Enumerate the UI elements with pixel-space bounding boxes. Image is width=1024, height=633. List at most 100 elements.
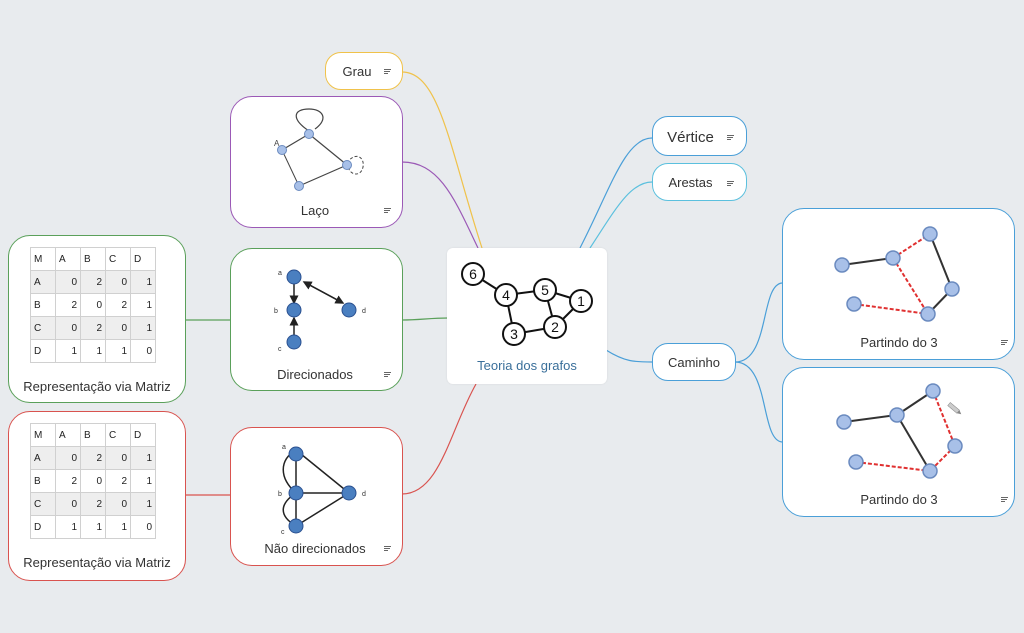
matrix-header-cell: D (130, 247, 156, 271)
dir-node-b-label: b (274, 308, 278, 315)
matrix-cell: 2 (80, 492, 106, 516)
undir-node-a-label: a (282, 444, 286, 451)
grau-connector (401, 71, 483, 249)
pencil-icon (947, 402, 962, 415)
matrix-cell: 2 (80, 446, 106, 470)
matrix-cell: 0 (105, 492, 131, 516)
laco-node[interactable]: A Laço (230, 96, 403, 228)
dir-node-a-label: a (278, 270, 282, 277)
partindo-2-connector (734, 361, 783, 443)
direcionados-label: Direcionados (277, 367, 353, 382)
matrix-header-cell: M (30, 423, 56, 447)
laco-label: Laço (300, 203, 330, 218)
central-node-6: 6 (469, 266, 477, 282)
note-icon (384, 69, 391, 75)
central-node-1: 1 (577, 293, 585, 309)
matrix-header-cell: B (80, 423, 106, 447)
caminho-label: Caminho (667, 355, 721, 370)
matrix-cell: 2 (105, 293, 131, 317)
matrix-cell: 0 (105, 446, 131, 470)
central-topic-label: Teoria dos grafos (477, 358, 577, 373)
adjacency-matrix: M A B C D A 0 2 0 1 B 2 0 2 1 C 0 2 0 1 (30, 247, 156, 363)
vertice-connector (579, 137, 653, 249)
caminho-node[interactable]: Caminho (652, 343, 736, 381)
arestas-connector (589, 181, 653, 249)
dir-node-d-label: d (362, 308, 366, 315)
nao-direcionados-label: Não direcionados (264, 541, 366, 556)
loop-graph-image: A (274, 108, 364, 191)
matrix-cell: 1 (105, 339, 131, 363)
matrix-cell: 2 (55, 469, 81, 493)
note-icon (384, 208, 391, 214)
matrix-header-cell: C (105, 247, 131, 271)
central-graph-image: 6 4 5 1 3 2 (461, 262, 593, 346)
note-icon (1001, 340, 1008, 346)
matriz-bottom-node[interactable]: M A B C D A 0 2 0 1 B 2 0 2 1 C 0 2 0 1 (8, 411, 186, 581)
matrix-cell: 1 (130, 316, 156, 340)
note-icon (727, 135, 734, 141)
partindo-2-label: Partindo do 3 (860, 492, 938, 507)
matrix-header-cell: C (105, 423, 131, 447)
matrix-cell: 1 (55, 339, 81, 363)
matrix-cell: 0 (130, 339, 156, 363)
matrix-header-cell: A (55, 247, 81, 271)
matrix-cell: B (30, 469, 56, 493)
matrix-cell: 1 (130, 446, 156, 470)
partindo-1-node[interactable]: Partindo do 3 (782, 208, 1015, 360)
matrix-cell: 2 (105, 469, 131, 493)
nao-direcionados-node[interactable]: a b c d Não direcionados (230, 427, 403, 566)
matrix-cell: 1 (105, 515, 131, 539)
matrix-cell: 1 (130, 492, 156, 516)
undir-node-d-label: d (362, 491, 366, 498)
partindo-1-connector (734, 282, 783, 363)
caminho-connector (605, 349, 653, 363)
matrix-header-cell: M (30, 247, 56, 271)
undirected-graph-image: a b c d (278, 444, 366, 536)
direcionados-connector (401, 317, 449, 321)
partindo-1-label: Partindo do 3 (860, 335, 938, 350)
note-icon (727, 181, 734, 187)
vertice-label: Vértice (667, 129, 714, 146)
matriz-top-label: Representação via Matriz (23, 379, 171, 394)
matrix-cell: 0 (105, 270, 131, 294)
central-topic[interactable]: 6 4 5 1 3 2 Teoria dos grafos (447, 248, 607, 384)
matrix-cell: 2 (80, 270, 106, 294)
matrix-cell: D (30, 515, 56, 539)
directed-graph-image: a b c d (274, 269, 366, 353)
matrix-header-cell: B (80, 247, 106, 271)
note-icon (384, 546, 391, 552)
adjacency-matrix: M A B C D A 0 2 0 1 B 2 0 2 1 C 0 2 0 1 (30, 423, 156, 539)
matrix-cell: 1 (80, 515, 106, 539)
matrix-cell: 1 (80, 339, 106, 363)
central-node-2: 2 (551, 319, 559, 335)
central-node-4: 4 (502, 287, 510, 303)
matrix-cell: 0 (55, 316, 81, 340)
vertice-node[interactable]: Vértice (652, 116, 747, 156)
note-icon (1001, 497, 1008, 503)
matrix-cell: 0 (80, 293, 106, 317)
matrix-cell: 1 (130, 469, 156, 493)
matriz-bottom-label: Representação via Matriz (23, 555, 171, 570)
undir-node-b-label: b (278, 491, 282, 498)
path-graph-image-2 (836, 383, 963, 479)
grau-label: Grau (342, 64, 372, 79)
laco-connector (401, 161, 479, 249)
partindo-2-node[interactable]: Partindo do 3 (782, 367, 1015, 517)
matrix-cell: 1 (130, 270, 156, 294)
matrix-cell: 1 (130, 293, 156, 317)
matrix-header-cell: A (55, 423, 81, 447)
undir-node-c-label: c (281, 529, 285, 536)
matrix-cell: 0 (105, 316, 131, 340)
matrix-cell: C (30, 492, 56, 516)
matrix-cell: 0 (55, 446, 81, 470)
matriz-top-node[interactable]: M A B C D A 0 2 0 1 B 2 0 2 1 C 0 2 0 1 (8, 235, 186, 403)
arestas-node[interactable]: Arestas (652, 163, 747, 201)
arestas-label: Arestas (668, 175, 713, 190)
central-node-3: 3 (510, 326, 518, 342)
matrix-cell: 0 (130, 515, 156, 539)
matrix-cell: A (30, 270, 56, 294)
matrix-cell: 0 (55, 270, 81, 294)
grau-node[interactable]: Grau (325, 52, 403, 90)
direcionados-node[interactable]: a b c d Direcionados (230, 248, 403, 391)
